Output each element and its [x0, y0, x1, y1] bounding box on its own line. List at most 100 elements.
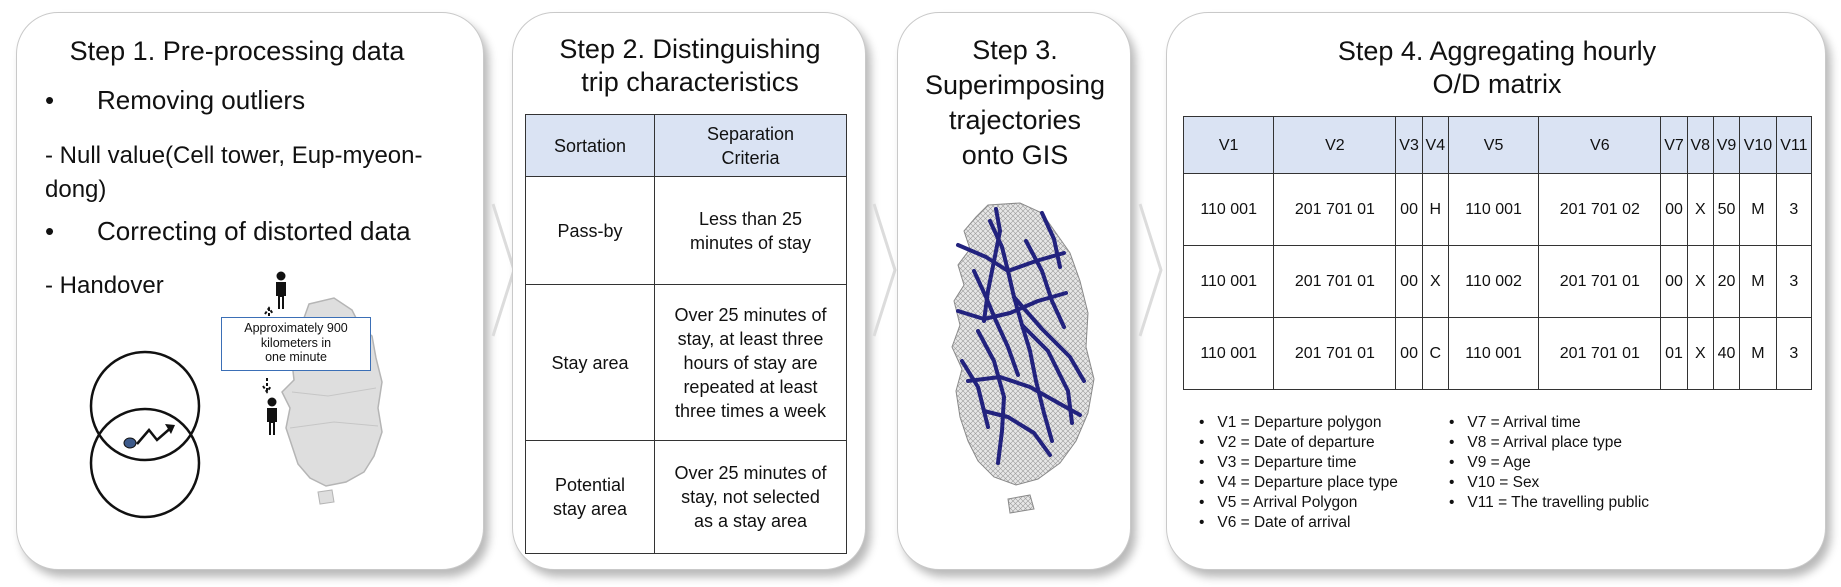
- cell: 110 001: [1182, 245, 1275, 318]
- legend-item: • V8 = Arrival place type: [1449, 434, 1623, 451]
- step3-panel: Step 3. Superimposing trajectories onto …: [897, 12, 1131, 570]
- variable-legend-left: • V1 = Departure polygon • V2 = Date of …: [1199, 413, 1398, 533]
- cell: 201 701 01: [1538, 317, 1662, 390]
- step1-bullet-2: • Correcting of distorted data: [45, 216, 411, 246]
- callout-line-2: kilometers in: [260, 335, 332, 350]
- cell: X: [1421, 245, 1449, 318]
- cell: M: [1739, 317, 1777, 390]
- cell: 3: [1775, 317, 1813, 390]
- cell: 01: [1660, 317, 1688, 390]
- col-header-separation-criteria: Separation Criteria: [654, 114, 847, 177]
- person-icon: [267, 397, 277, 435]
- step1-bullet-2-text: Correcting of distorted data: [97, 216, 411, 246]
- step1-panel: Step 1. Pre-processing data • Removing o…: [16, 12, 484, 570]
- trajectory-lines: [956, 207, 1086, 465]
- step4-title: Step 4. Aggregating hourly O/D matrix: [1167, 35, 1827, 101]
- variable-legend-right: • V7 = Arrival time • V8 = Arrival place…: [1449, 413, 1649, 513]
- col-header-v4: V4: [1421, 116, 1449, 174]
- cell: H: [1421, 173, 1449, 246]
- od-header-row: V1 V2 V3 V4 V5 V6 V7 V8 V9 V10 V11: [1182, 116, 1813, 174]
- cell: 00: [1660, 245, 1688, 318]
- cell: 110 001: [1447, 317, 1540, 390]
- cell: 00: [1395, 173, 1423, 246]
- cell: 110 001: [1447, 173, 1540, 246]
- separation-criteria-table: Sortation Separation Criteria Pass-by Le…: [525, 114, 847, 554]
- cell: 110 001: [1182, 317, 1275, 390]
- cell: 201 701 01: [1273, 245, 1397, 318]
- cell: 00: [1395, 245, 1423, 318]
- table-row: Stay area Over 25 minutes of stay, at le…: [525, 284, 847, 441]
- col-header-v7: V7: [1660, 116, 1688, 174]
- cell: X: [1686, 245, 1714, 318]
- step4-panel: Step 4. Aggregating hourly O/D matrix V1…: [1166, 12, 1826, 570]
- od-matrix-table: V1 V2 V3 V4 V5 V6 V7 V8 V9 V10 V11 110 0…: [1182, 116, 1813, 390]
- step4-title-line-2: O/D matrix: [1432, 69, 1562, 99]
- step1-title: Step 1. Pre-processing data: [69, 36, 405, 66]
- cell: 00: [1395, 317, 1423, 390]
- legend-item: • V4 = Departure place type: [1199, 474, 1398, 491]
- col-header-v2: V2: [1273, 116, 1397, 174]
- cell: X: [1686, 173, 1714, 246]
- cell: 50: [1712, 173, 1741, 246]
- cell-criteria: Less than 25 minutes of stay: [654, 176, 847, 285]
- legend-item: • V3 = Departure time: [1199, 454, 1357, 471]
- cell: 110 002: [1447, 245, 1540, 318]
- legend-item: • V2 = Date of departure: [1199, 434, 1375, 451]
- table-row: 110 001 201 701 01 00 C 110 001 201 701 …: [1182, 317, 1813, 390]
- legend-item: • V6 = Date of arrival: [1199, 514, 1351, 531]
- step2-title: Step 2. Distinguishing trip characterist…: [513, 33, 867, 99]
- table-row: Pass-by Less than 25 minutes of stay: [525, 176, 847, 285]
- cell: M: [1739, 173, 1777, 246]
- step3-title-line-2: Superimposing: [924, 70, 1106, 100]
- person-icon: [276, 271, 286, 309]
- col-header-v10: V10: [1739, 116, 1777, 174]
- step1-bullet-1: • Removing outliers: [45, 85, 306, 115]
- step2-panel: Step 2. Distinguishing trip characterist…: [512, 12, 866, 570]
- step3-title-line-3: trajectories: [948, 105, 1082, 135]
- cell: X: [1686, 317, 1714, 390]
- step1-bullet-1-text: Removing outliers: [97, 85, 306, 115]
- cell: 00: [1660, 173, 1688, 246]
- cell-sortation: Potential stay area: [525, 440, 655, 554]
- step3-title: Step 3. Superimposing trajectories onto …: [898, 33, 1132, 173]
- table-row: Potential stay area Over 25 minutes of s…: [525, 440, 847, 554]
- col-header-v3: V3: [1395, 116, 1423, 174]
- callout-line-3: one minute: [265, 350, 327, 364]
- cell: 201 701 02: [1538, 173, 1662, 246]
- cell-criteria: Over 25 minutes of stay, at least three …: [654, 284, 847, 441]
- cell: 3: [1775, 173, 1813, 246]
- col-header-v9: V9: [1712, 116, 1741, 174]
- cell: 201 701 01: [1273, 173, 1397, 246]
- legend-item: • V11 = The travelling public: [1449, 494, 1650, 511]
- step2-title-line-2: trip characteristics: [581, 67, 799, 97]
- cell-sortation: Pass-by: [525, 176, 655, 285]
- cell: 201 701 01: [1273, 317, 1397, 390]
- col-header-v1: V1: [1182, 116, 1275, 174]
- cell-tower-circle: [89, 407, 201, 519]
- step1-dash-1: - Null value(Cell tower, Eup-myeon-dong): [45, 142, 423, 203]
- legend-item: • V9 = Age: [1449, 454, 1531, 471]
- handover-illustration: [89, 350, 201, 519]
- step3-title-line-4: onto GIS: [961, 140, 1069, 170]
- handover-arrow-icon: [136, 425, 174, 445]
- col-header-sortation: Sortation: [525, 114, 655, 177]
- step3-title-line-1: Step 3.: [972, 35, 1058, 65]
- col-header-v5: V5: [1447, 116, 1540, 174]
- legend-item: • V1 = Departure polygon: [1199, 414, 1382, 431]
- chevron-arrow-icon: [872, 203, 897, 337]
- korea-trajectory-map: [951, 202, 1095, 514]
- cell: 3: [1775, 245, 1813, 318]
- step2-title-line-1: Step 2. Distinguishing: [559, 34, 821, 64]
- legend-item: • V10 = Sex: [1449, 474, 1540, 491]
- chevron-arrow-icon: [1138, 203, 1163, 337]
- step4-title-line-1: Step 4. Aggregating hourly: [1337, 36, 1657, 66]
- cell: 201 701 01: [1538, 245, 1662, 318]
- step1-dash-2: - Handover: [45, 272, 164, 299]
- table-row: 110 001 201 701 01 00 H 110 001 201 701 …: [1182, 173, 1813, 246]
- callout-line-1: Approximately 900: [244, 321, 348, 335]
- cell: M: [1739, 245, 1777, 318]
- distance-callout: Approximately 900 kilometers in one minu…: [221, 317, 371, 371]
- table-row: 110 001 201 701 01 00 X 110 002 201 701 …: [1182, 245, 1813, 318]
- col-header-v6: V6: [1538, 116, 1662, 174]
- col-header-v11: V11: [1775, 116, 1813, 174]
